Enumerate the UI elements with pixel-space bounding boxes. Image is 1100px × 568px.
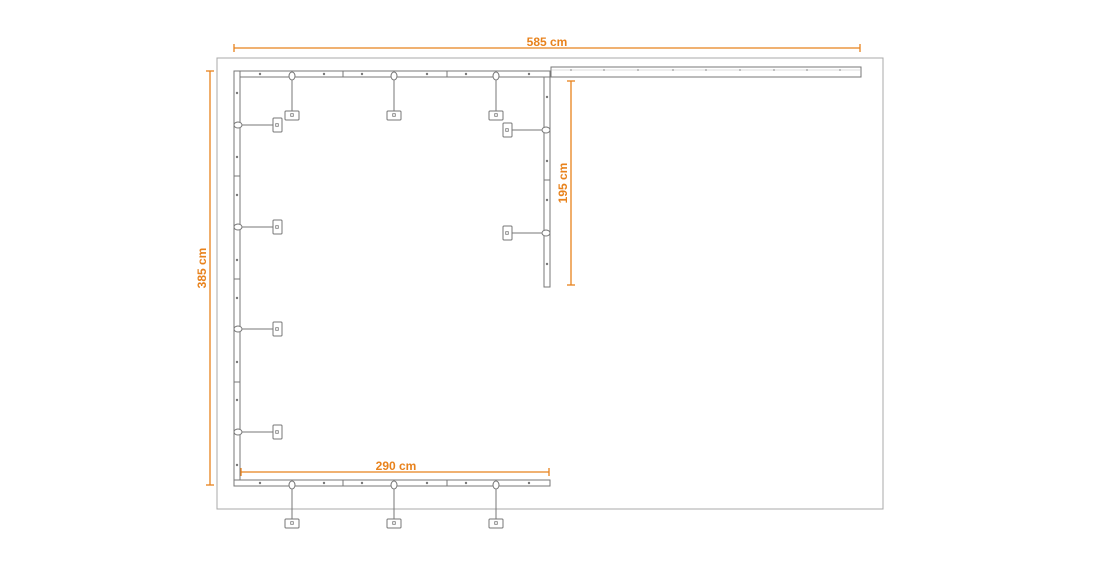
tension-anchor-icon [233,219,283,235]
dimension-front-width: 290 cm [240,459,550,476]
tension-anchor-icon [233,424,283,440]
ground-outline [216,57,884,510]
dimension-label-wall-length: 195 cm [556,163,570,204]
tension-anchor-icon [488,71,504,121]
left-wall [233,70,241,486]
tension-anchor-icon [284,480,300,529]
dimension-label-front-width: 290 cm [376,459,417,473]
dimension-label-overall-width: 585 cm [527,35,568,49]
tension-anchor-icon [502,225,551,241]
top-extension-beam [550,66,862,78]
right-wall [543,76,551,288]
tension-anchor-icon [284,71,300,121]
tension-anchor-icon [233,117,283,133]
dimension-overall-width: 585 cm [233,35,861,52]
dimension-label-overall-depth: 385 cm [195,248,209,289]
dimension-wall-length: 195 cm [556,80,575,286]
tension-anchor-icon [502,122,551,138]
tension-anchor-icon [233,321,283,337]
tension-anchors [233,71,551,529]
tension-anchor-icon [386,71,402,121]
dimension-overall-depth: 385 cm [195,70,214,486]
tension-anchor-icon [488,480,504,529]
tension-anchor-icon [386,480,402,529]
